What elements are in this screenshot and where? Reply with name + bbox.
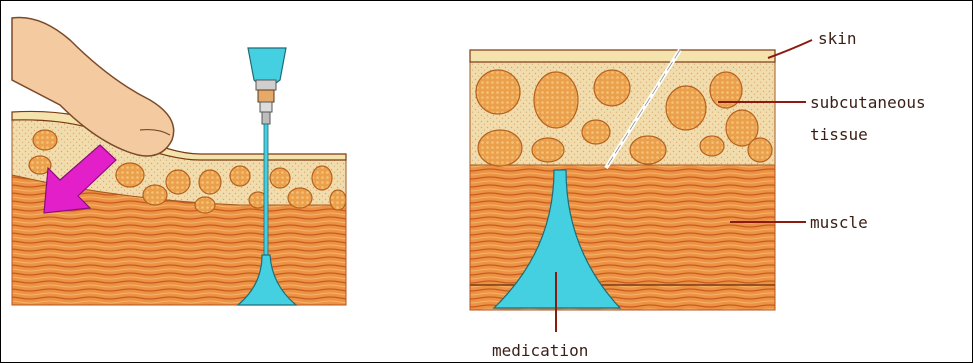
right-panel-intramuscular-injection [470,50,775,310]
label-skin: skin [818,29,857,48]
left-panel-subcutaneous-injection [12,17,346,305]
right-skin-layer [470,50,775,62]
label-muscle: muscle [810,213,868,232]
label-subcutaneous: subcutaneous [810,93,926,112]
skin-pointer-line [768,40,812,58]
label-tissue: tissue [810,125,868,144]
label-medication: medication [492,341,588,360]
